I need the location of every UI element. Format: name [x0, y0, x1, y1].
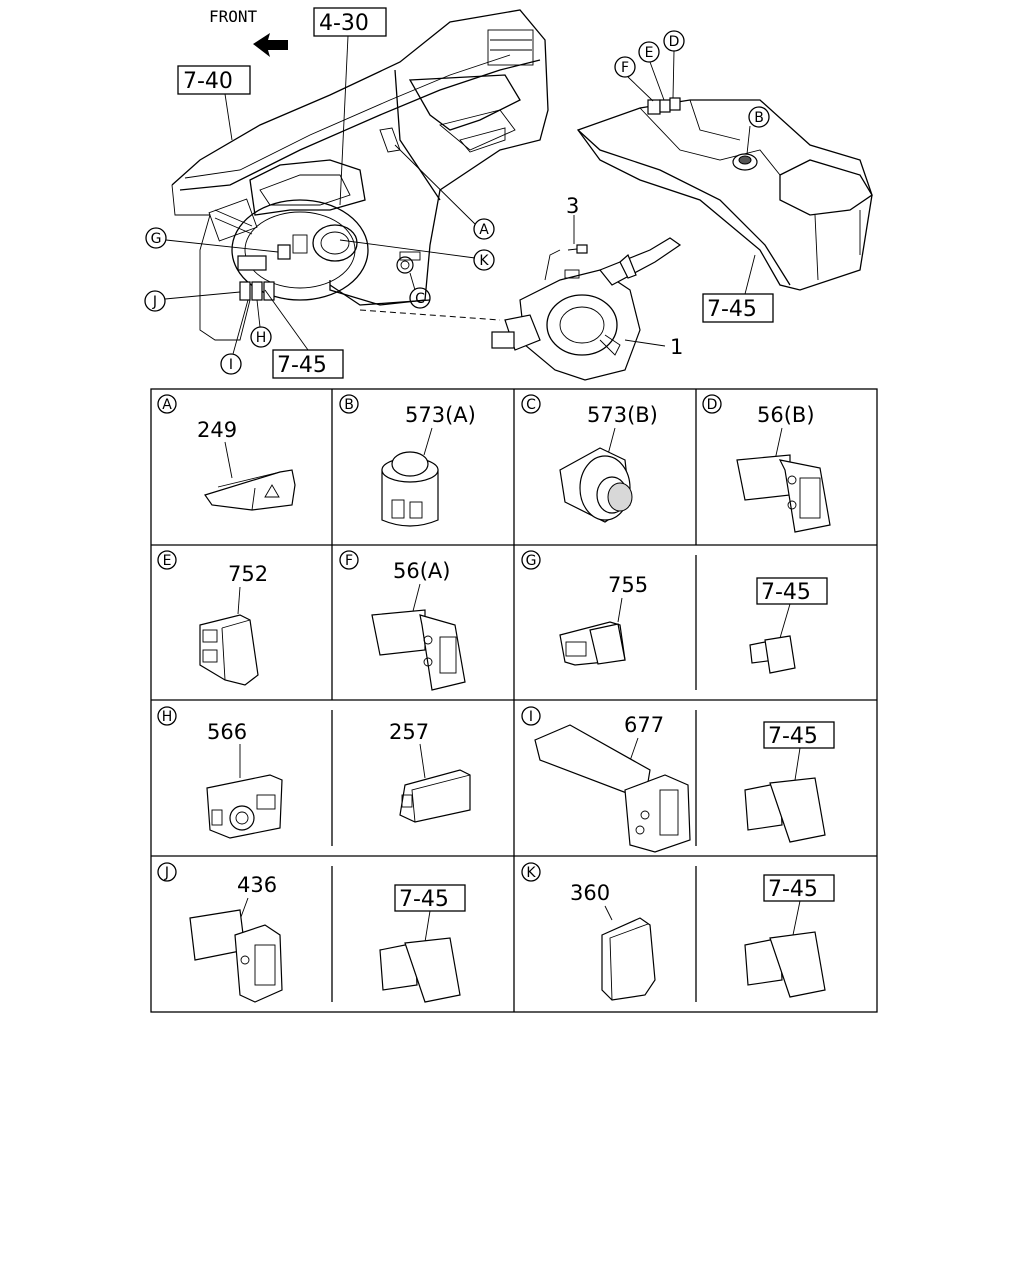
- svg-text:G: G: [151, 231, 162, 247]
- svg-text:7-45: 7-45: [761, 580, 811, 605]
- cell-E-switch: E 752: [157, 550, 268, 686]
- instrument-panel: [171, 9, 549, 341]
- cell-K-diff-lock-switch: K 360: [521, 862, 656, 1001]
- callout-C: C: [409, 272, 431, 309]
- svg-text:B: B: [344, 397, 354, 413]
- svg-text:573(A): 573(A): [405, 403, 476, 427]
- ref-lower-label: 7-45: [277, 353, 327, 378]
- parts-grid: [150, 388, 878, 1013]
- cell-ref-7-45-d: 7-45: [744, 874, 835, 998]
- svg-text:257: 257: [389, 720, 429, 744]
- combination-switch: [491, 237, 682, 381]
- ref-console-label: 7-45: [707, 297, 757, 322]
- svg-text:D: D: [707, 397, 718, 413]
- callout-G: G: [145, 227, 279, 253]
- callout-E: E: [638, 41, 665, 101]
- overview-illustration: FRONT 7-40 4-30: [144, 7, 873, 381]
- svg-text:573(B): 573(B): [587, 403, 658, 427]
- cell-H-mirror-switch: H 566: [157, 706, 283, 839]
- svg-text:J: J: [164, 865, 169, 881]
- callout-B: B: [746, 106, 770, 155]
- part-number-screw: 3: [566, 194, 579, 218]
- cell-B-mirror-control: B 573(A): [339, 394, 476, 527]
- svg-text:D: D: [669, 34, 680, 50]
- callout-J: J: [144, 290, 241, 312]
- svg-text:677: 677: [624, 713, 664, 737]
- svg-text:249: 249: [197, 418, 237, 442]
- svg-text:56(B): 56(B): [757, 403, 815, 427]
- svg-text:7-45: 7-45: [399, 887, 449, 912]
- ref-dash-label: 7-40: [183, 69, 233, 94]
- svg-text:C: C: [526, 397, 536, 413]
- svg-text:436: 436: [237, 873, 277, 897]
- svg-text:K: K: [479, 253, 489, 269]
- cell-A-hazard-switch: A 249: [157, 394, 296, 511]
- svg-text:360: 360: [570, 881, 610, 905]
- svg-text:C: C: [415, 291, 425, 307]
- svg-text:H: H: [256, 330, 267, 346]
- cell-J-switch-436: J 436: [157, 862, 283, 1003]
- svg-text:7-45: 7-45: [768, 877, 818, 902]
- ref-box-dash: [177, 65, 251, 95]
- svg-text:B: B: [754, 110, 764, 126]
- callout-K: K: [339, 239, 495, 271]
- svg-text:A: A: [479, 222, 489, 238]
- svg-text:F: F: [345, 553, 353, 569]
- svg-text:E: E: [645, 45, 654, 61]
- svg-text:G: G: [526, 553, 537, 569]
- callout-D: D: [663, 30, 685, 99]
- cell-I-switch-677: I 677: [521, 706, 691, 853]
- cell-C-dial-switch: C 573(B): [521, 394, 658, 523]
- cell-G-switch: G 755: [521, 550, 648, 666]
- callout-H: H: [250, 299, 272, 348]
- cell-ref-7-45-b: 7-45: [744, 721, 835, 843]
- cell-ref-7-45-c: 7-45: [379, 884, 466, 1003]
- svg-text:J: J: [152, 294, 157, 310]
- svg-text:752: 752: [228, 562, 268, 586]
- callout-A: A: [394, 144, 495, 240]
- svg-text:7-45: 7-45: [768, 724, 818, 749]
- front-label: FRONT: [209, 7, 258, 26]
- screw: [567, 215, 588, 254]
- callout-F: F: [614, 56, 654, 102]
- cell-switch-257: 257: [389, 720, 471, 823]
- svg-text:K: K: [526, 865, 536, 881]
- ref-box-steering: [313, 7, 387, 37]
- cell-D-switch: D 56(B): [702, 394, 831, 533]
- callout-I: I: [220, 299, 249, 375]
- svg-text:56(A): 56(A): [393, 559, 450, 583]
- svg-text:566: 566: [207, 720, 247, 744]
- svg-text:755: 755: [608, 573, 648, 597]
- floor-console: [576, 97, 873, 291]
- cell-F-switch: F 56(A): [339, 550, 466, 691]
- part-number-combination-switch: 1: [670, 335, 683, 359]
- svg-text:H: H: [162, 709, 173, 725]
- svg-text:I: I: [229, 357, 233, 373]
- ref-box-console: [702, 293, 774, 323]
- ref-steering-label: 4-30: [319, 11, 369, 36]
- svg-text:I: I: [529, 709, 533, 725]
- cell-ref-7-45-a: 7-45: [749, 577, 828, 674]
- svg-text:A: A: [162, 397, 172, 413]
- front-arrow-icon: [253, 33, 288, 57]
- svg-text:E: E: [163, 553, 172, 569]
- svg-text:F: F: [621, 60, 629, 76]
